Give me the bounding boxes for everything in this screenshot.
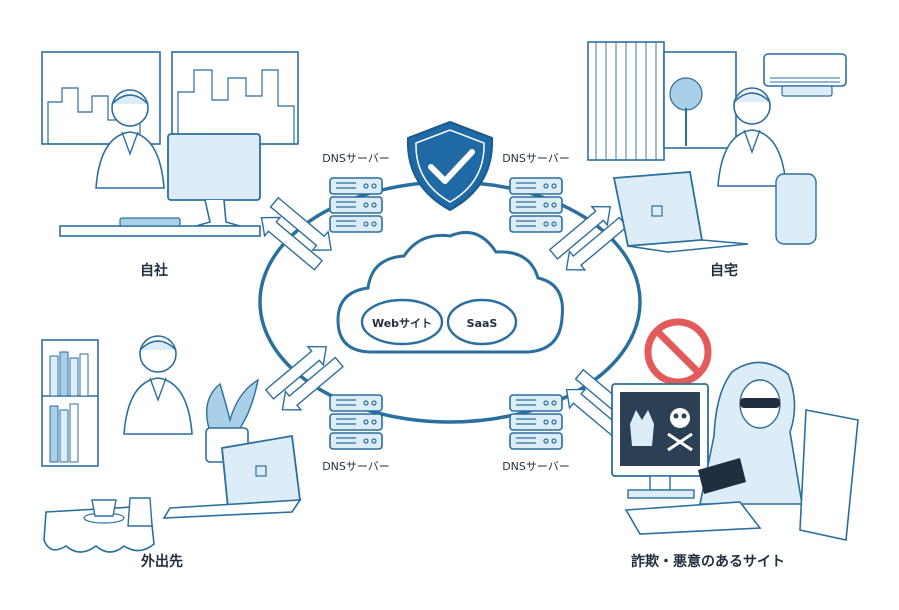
malicious-keyboard [624, 501, 762, 535]
bookshelf [41, 339, 99, 467]
home-chair [775, 173, 817, 245]
hacker-figure [698, 361, 803, 505]
dns-server-label: DNSサーバー [322, 152, 390, 165]
shield-check-icon [406, 120, 494, 212]
office-desk [59, 225, 261, 237]
web-site-label: Webサイト [372, 317, 432, 330]
dns-server-label: DNSサーバー [502, 152, 570, 165]
office-label: 自社 [140, 262, 168, 279]
dns-server-top-right: DNSサーバー [502, 152, 570, 233]
office-scene: 自社 [41, 51, 299, 279]
dns-server-bottom-right: DNSサーバー [502, 394, 570, 473]
web-site-node: Webサイト [360, 298, 444, 346]
malicious-label: 詐欺・悪意のあるサイト [631, 553, 785, 570]
teapot-icon [127, 497, 153, 527]
office-keyboard [119, 217, 181, 227]
monster-icon [630, 410, 654, 446]
home-laptop [612, 171, 749, 253]
malicious-monitor [611, 383, 709, 499]
outside-laptop [162, 434, 302, 519]
dns-server-bottom-left: DNSサーバー [322, 394, 390, 473]
skull-icon [667, 408, 693, 452]
dns-server-label: DNSサーバー [322, 460, 390, 473]
prohibited-icon [644, 318, 712, 386]
outside-scene: 外出先 [41, 335, 302, 570]
window-right [171, 51, 299, 145]
outside-label: 外出先 [141, 553, 183, 570]
dns-server-label: DNSサーバー [502, 460, 570, 473]
office-monitor [167, 133, 261, 201]
arrow-office [253, 192, 340, 276]
home-scene: 自宅 [587, 41, 847, 279]
tree-icon [669, 77, 703, 146]
dns-server-top-left: DNSサーバー [322, 152, 390, 233]
saas-node: SaaS [446, 298, 518, 346]
table-cloth [43, 505, 155, 553]
malicious-scene: 詐欺・悪意のあるサイト [611, 318, 859, 570]
hacker-chair [799, 409, 859, 541]
saas-label: SaaS [467, 317, 498, 330]
home-label: 自宅 [710, 262, 738, 279]
coffee-cup-icon [83, 499, 125, 524]
air-conditioner-icon [763, 53, 847, 97]
